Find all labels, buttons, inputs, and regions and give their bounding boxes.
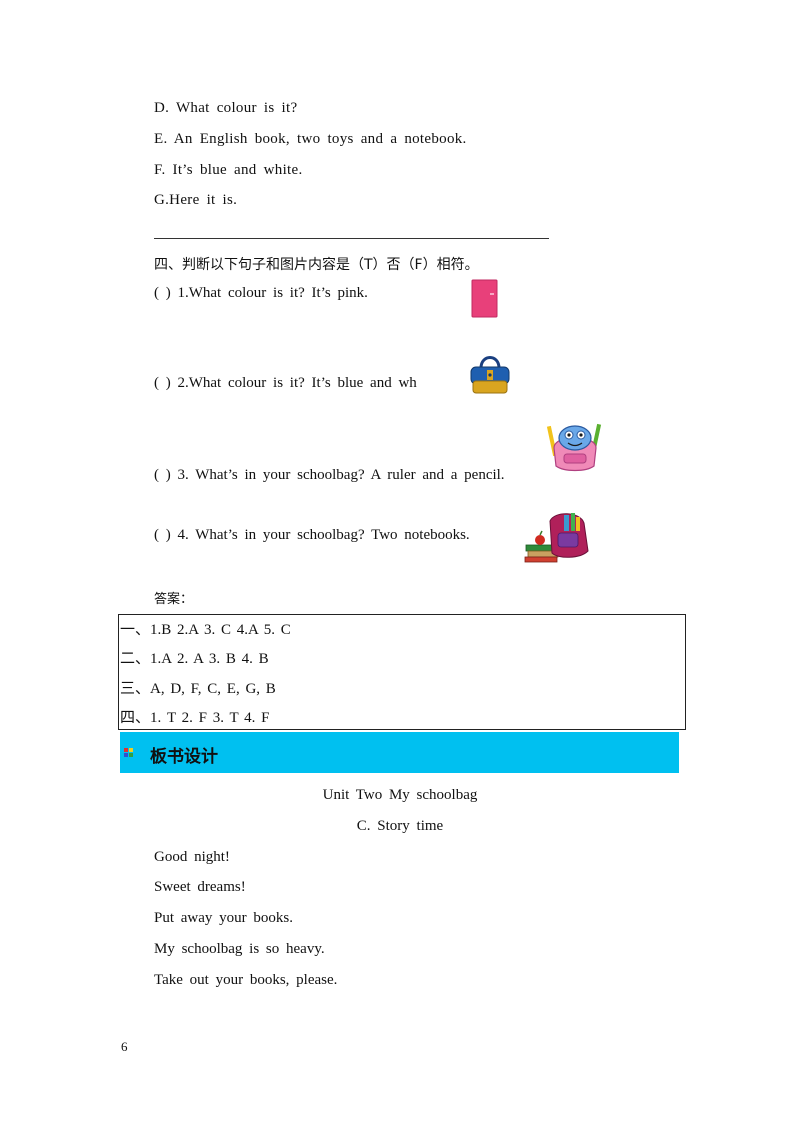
answer-line-3: 三、A, D, F, C, E, G, B (120, 681, 276, 697)
board-line-1: Good night! (154, 849, 230, 865)
backpack-with-books-icon (524, 513, 589, 563)
question-2: ( ) 2.What colour is it? It’s blue and w… (154, 375, 417, 391)
board-design-title: 板书设计 (150, 747, 218, 767)
pink-notebook-icon (471, 279, 498, 318)
question-4: ( ) 4. What’s in your schoolbag? Two not… (154, 527, 470, 543)
answer-line-4: 四、1. T 2. F 3. T 4. F (120, 710, 270, 726)
board-line-2: Sweet dreams! (154, 879, 246, 895)
answer-line-1: 一、1.B 2.A 3. C 4.A 5. C (120, 622, 291, 638)
monster-schoolbag-icon (546, 423, 602, 472)
option-g: G.Here it is. (154, 192, 238, 208)
divider-line (154, 238, 549, 239)
option-d: D. What colour is it? (154, 100, 298, 116)
question-3: ( ) 3. What’s in your schoolbag? A ruler… (154, 467, 505, 483)
answers-box (118, 614, 686, 730)
option-f: F. It’s blue and white. (154, 162, 303, 178)
section-4-title: 四、判断以下句子和图片内容是（T）否（F）相符。 (154, 257, 479, 273)
bullet-icon (124, 748, 133, 757)
board-line-4: My schoolbag is so heavy. (154, 941, 325, 957)
part-title: C. Story time (356, 818, 444, 834)
answers-label: 答案： (154, 592, 194, 607)
board-line-5: Take out your books, please. (154, 972, 338, 988)
option-e: E. An English book, two toys and a noteb… (154, 131, 467, 147)
question-1: ( ) 1.What colour is it? It’s pink. (154, 285, 368, 301)
board-design-banner (120, 732, 679, 773)
handbag-icon (470, 356, 510, 394)
page-number: 6 (121, 1039, 128, 1054)
board-line-3: Put away your books. (154, 910, 293, 926)
unit-title: Unit Two My schoolbag (322, 787, 478, 803)
answer-line-2: 二、1.A 2. A 3. B 4. B (120, 651, 269, 667)
